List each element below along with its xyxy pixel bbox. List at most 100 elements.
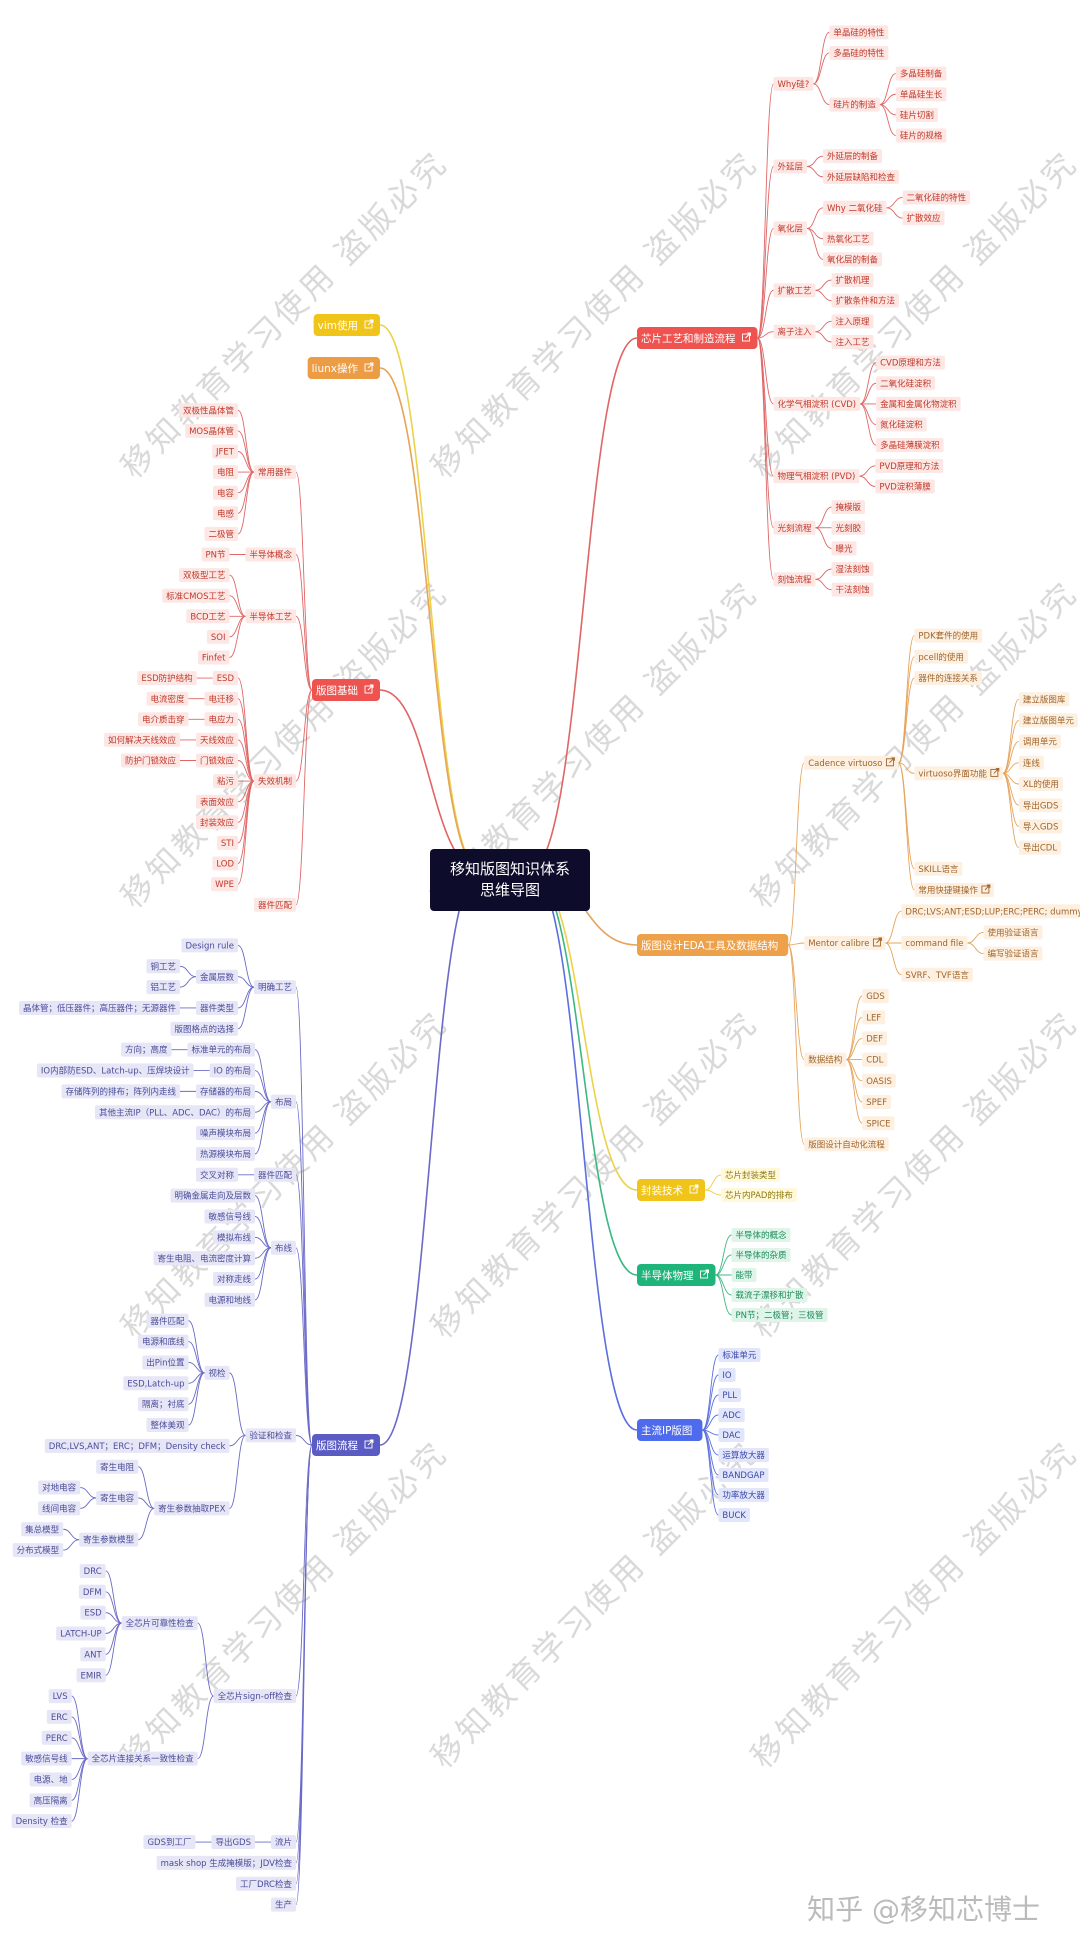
node-lef[interactable]: LEF: [862, 1010, 886, 1025]
node-pdk[interactable]: PDK套件的使用: [914, 628, 983, 643]
node-item[interactable]: 如何解决天线效应: [103, 732, 180, 747]
node-item[interactable]: 载流子漂移和扩散: [731, 1288, 808, 1302]
node-pvd[interactable]: PVD原理和方法: [875, 458, 944, 473]
node-item[interactable]: 离子注入: [773, 324, 816, 339]
node-item[interactable]: 多晶硅制备: [895, 66, 947, 81]
node-item[interactable]: 湿法刻蚀: [831, 562, 874, 577]
node-item[interactable]: 高压隔离: [29, 1793, 72, 1808]
node-item[interactable]: 注入工艺: [831, 334, 874, 349]
node-esd[interactable]: ESD防护结构: [137, 671, 197, 686]
node-item[interactable]: 电阻: [212, 465, 238, 480]
node-item[interactable]: 存储阵列的排布；阵列内走线: [61, 1084, 180, 1099]
node-item[interactable]: 外延层缺陷和检查: [822, 169, 900, 184]
node-item[interactable]: 寄生电容: [96, 1490, 139, 1505]
node-drc[interactable]: DRC: [79, 1563, 106, 1578]
node-cvd[interactable]: 化学气相淀积 (CVD): [773, 396, 861, 411]
node-perc[interactable]: PERC: [41, 1730, 72, 1745]
node-why[interactable]: Why硅?: [773, 76, 814, 91]
external-link-icon[interactable]: [885, 757, 895, 767]
node-item[interactable]: 硅片的规格: [895, 128, 947, 143]
node-item[interactable]: 单晶硅生长: [895, 87, 947, 102]
node-item[interactable]: 天线效应: [195, 732, 238, 747]
node-item[interactable]: 对地电容: [38, 1480, 81, 1495]
node-item[interactable]: 对称走线: [212, 1272, 255, 1287]
node-item[interactable]: 电源和底线: [137, 1334, 189, 1349]
node-item[interactable]: 门锁效应: [195, 753, 238, 768]
node-item[interactable]: 器件类型: [195, 1000, 238, 1015]
node-buck[interactable]: BUCK: [718, 1508, 750, 1522]
node-item[interactable]: 全芯片连接关系一致性检查: [87, 1751, 198, 1766]
node-item[interactable]: 数据结构: [804, 1052, 847, 1067]
node-item[interactable]: 调用单元: [1018, 734, 1061, 749]
node-item[interactable]: 使用验证语言: [983, 925, 1043, 940]
node-item[interactable]: 硅片切割: [895, 107, 938, 122]
node-pvd[interactable]: PVD淀积薄膜: [875, 479, 935, 494]
node-item[interactable]: 单晶硅的特性: [829, 25, 889, 40]
node-item[interactable]: 扩散条件和方法: [831, 293, 900, 308]
node-item[interactable]: 失效机制: [253, 774, 297, 789]
node-soi[interactable]: SOI: [206, 629, 230, 644]
external-link-icon[interactable]: [990, 767, 1000, 777]
node-cadence-virtuoso[interactable]: Cadence virtuoso: [804, 755, 899, 770]
node-def[interactable]: DEF: [862, 1031, 888, 1046]
node-item[interactable]: 器件的连接关系: [914, 671, 982, 685]
node-item[interactable]: 电介质击穿: [137, 712, 189, 727]
branch-2[interactable]: 版图设计EDA工具及数据结构: [637, 934, 789, 956]
node-item[interactable]: 防护门锁效应: [120, 753, 180, 768]
node-item[interactable]: 多晶硅的特性: [829, 45, 889, 60]
node-lod[interactable]: LOD: [212, 856, 238, 871]
node-item[interactable]: 金属层数: [195, 969, 238, 984]
node-item[interactable]: 寄生电阻: [96, 1459, 139, 1474]
node-item[interactable]: 金属和金属化物淀积: [876, 396, 961, 411]
node-item[interactable]: 能带: [731, 1268, 757, 1282]
node-item[interactable]: 氧化层: [773, 221, 807, 236]
node-item[interactable]: 晶体管；低压器件；高压器件；无源器件: [18, 1000, 180, 1015]
node-adc[interactable]: ADC: [718, 1408, 745, 1422]
node-pex[interactable]: 寄生参数抽取PEX: [154, 1501, 230, 1516]
node-item[interactable]: 电源、地: [29, 1772, 72, 1787]
node-item[interactable]: 器件匹配: [253, 897, 297, 912]
node-item[interactable]: 氮化硅淀积: [876, 417, 927, 432]
node-item[interactable]: 刻蚀流程: [773, 572, 816, 587]
node-why[interactable]: Why 二氧化硅: [822, 200, 887, 215]
branch-5[interactable]: 主流IP版图: [637, 1419, 703, 1441]
branch-left-3[interactable]: 版图基础: [312, 679, 380, 701]
node-item[interactable]: 视检: [204, 1365, 230, 1380]
node-item[interactable]: 电迁移: [204, 691, 238, 706]
node-item[interactable]: 布线: [270, 1240, 297, 1255]
node-item[interactable]: 封装效应: [195, 815, 238, 830]
external-link-icon[interactable]: [872, 937, 882, 947]
node-item[interactable]: 电感: [212, 506, 238, 521]
external-link-icon[interactable]: [689, 1184, 699, 1194]
node-emir[interactable]: EMIR: [76, 1668, 106, 1683]
external-link-icon[interactable]: [364, 684, 374, 694]
node-item[interactable]: 集总模型: [21, 1522, 64, 1537]
node-item[interactable]: 标准单元的布局: [187, 1042, 255, 1057]
node-item[interactable]: 方向；高度: [120, 1042, 172, 1057]
node-pvd[interactable]: 物理气相淀积 (PVD): [773, 469, 860, 484]
node-item[interactable]: 连线: [1018, 755, 1044, 770]
node-density[interactable]: Density 检查: [11, 1814, 72, 1829]
node-item[interactable]: 外延层: [773, 159, 807, 174]
node-wpe[interactable]: WPE: [211, 877, 238, 892]
node-item[interactable]: 分布式模型: [12, 1543, 64, 1558]
node-design-rule[interactable]: Design rule: [181, 938, 238, 953]
node-gds[interactable]: GDS到工厂: [143, 1835, 196, 1850]
node-command-file[interactable]: command file: [901, 936, 968, 950]
node-item[interactable]: 热氧化工艺: [822, 231, 874, 246]
node-jfet[interactable]: JFET: [212, 444, 238, 459]
node-cmos[interactable]: 标准CMOS工艺: [162, 588, 230, 603]
node-item[interactable]: 半导体工艺: [245, 609, 297, 624]
node-item[interactable]: 存储器的布局: [195, 1084, 255, 1099]
node-xl[interactable]: XL的使用: [1018, 777, 1063, 791]
node-item[interactable]: 流片: [270, 1835, 297, 1850]
node-item[interactable]: 铜工艺: [146, 959, 180, 974]
node-item[interactable]: 噪声模块布局: [195, 1126, 255, 1141]
node-item[interactable]: 双极性晶体管: [178, 403, 238, 418]
node-item[interactable]: 生产: [270, 1897, 297, 1912]
node-pll[interactable]: PLL: [718, 1388, 742, 1402]
node-oasis[interactable]: OASIS: [862, 1073, 896, 1088]
node-gds[interactable]: 导入GDS: [1018, 819, 1063, 834]
node-item[interactable]: 热源模块布局: [195, 1146, 255, 1161]
